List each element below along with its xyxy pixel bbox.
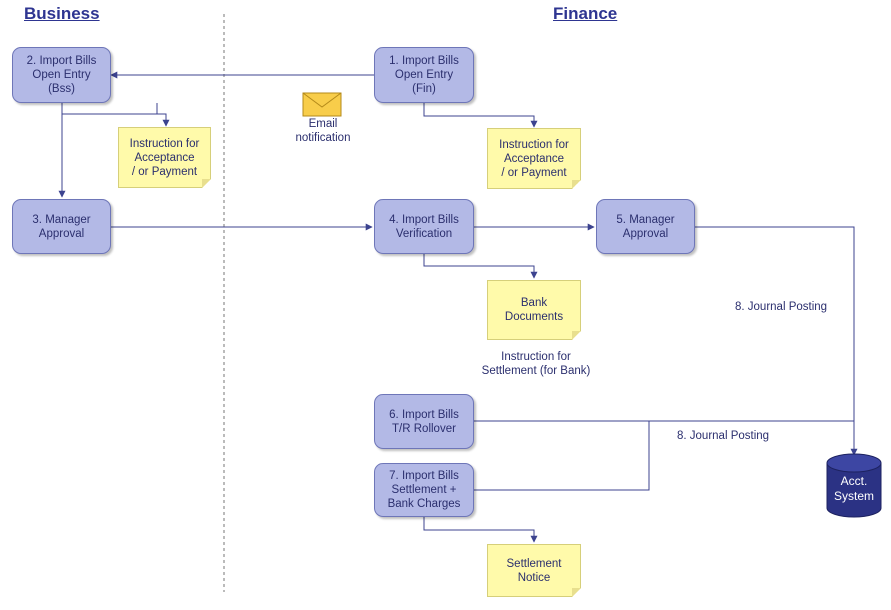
connector-step7-notice <box>423 516 538 543</box>
process-step-4-label: 4. Import Bills Verification <box>389 213 459 240</box>
process-step-7-label: 7. Import Bills Settlement + Bank Charge… <box>387 470 461 510</box>
note-bank-documents-text: Bank Documents <box>504 297 564 323</box>
process-step-1-label: 1. Import Bills Open Entry (Fin) <box>389 55 459 95</box>
note-settlement-notice-text: Settlement Notice <box>506 557 562 584</box>
process-step-4[interactable]: 4. Import Bills Verification <box>374 199 474 254</box>
process-step-3-label: 3. Manager Approval <box>32 213 91 240</box>
process-step-1[interactable]: 1. Import Bills Open Entry (Fin) <box>374 47 474 103</box>
note-bank-documents: Bank Documents <box>487 280 581 340</box>
lane-title-business: Business <box>24 4 100 23</box>
envelope-icon <box>302 92 342 117</box>
journal-posting-upper-label: 8. Journal Posting <box>735 301 828 313</box>
process-step-7[interactable]: 7. Import Bills Settlement + Bank Charge… <box>374 463 474 517</box>
database-icon <box>826 453 882 518</box>
process-step-3[interactable]: 3. Manager Approval <box>12 199 111 254</box>
connector-step1-note <box>423 103 538 128</box>
journal-posting-lower-label: 8. Journal Posting <box>677 430 770 442</box>
note-instruction-finance-text: Instruction for Acceptance / or Payment <box>499 138 569 179</box>
process-step-5-label: 5. Manager Approval <box>616 213 675 240</box>
connector-step7-db <box>474 421 650 491</box>
note-instruction-finance: Instruction for Acceptance / or Payment <box>487 128 581 189</box>
database-label: Acct. System <box>833 474 874 503</box>
process-step-5[interactable]: 5. Manager Approval <box>596 199 695 254</box>
email-notification-label: Email notification <box>295 118 351 144</box>
lane-title-finance: Finance <box>553 4 618 23</box>
process-step-2-label: 2. Import Bills Open Entry (Bss) <box>26 55 97 95</box>
process-step-6[interactable]: 6. Import Bills T/R Rollover <box>374 394 474 449</box>
note-instruction-business: Instruction for Acceptance / or Payment <box>118 127 211 188</box>
connector-step4-bankdocs <box>423 254 538 279</box>
connector-step2-note-a <box>61 103 157 115</box>
note-instruction-business-text: Instruction for Acceptance / or Payment <box>129 137 200 178</box>
connector-step2-note <box>156 103 170 127</box>
connector-step5-db <box>695 226 858 456</box>
note-settlement-notice: Settlement Notice <box>487 544 581 597</box>
process-step-6-label: 6. Import Bills T/R Rollover <box>389 408 459 435</box>
instruction-settlement-label: Instruction for Settlement (for Bank) <box>481 351 591 377</box>
process-step-2[interactable]: 2. Import Bills Open Entry (Bss) <box>12 47 111 103</box>
